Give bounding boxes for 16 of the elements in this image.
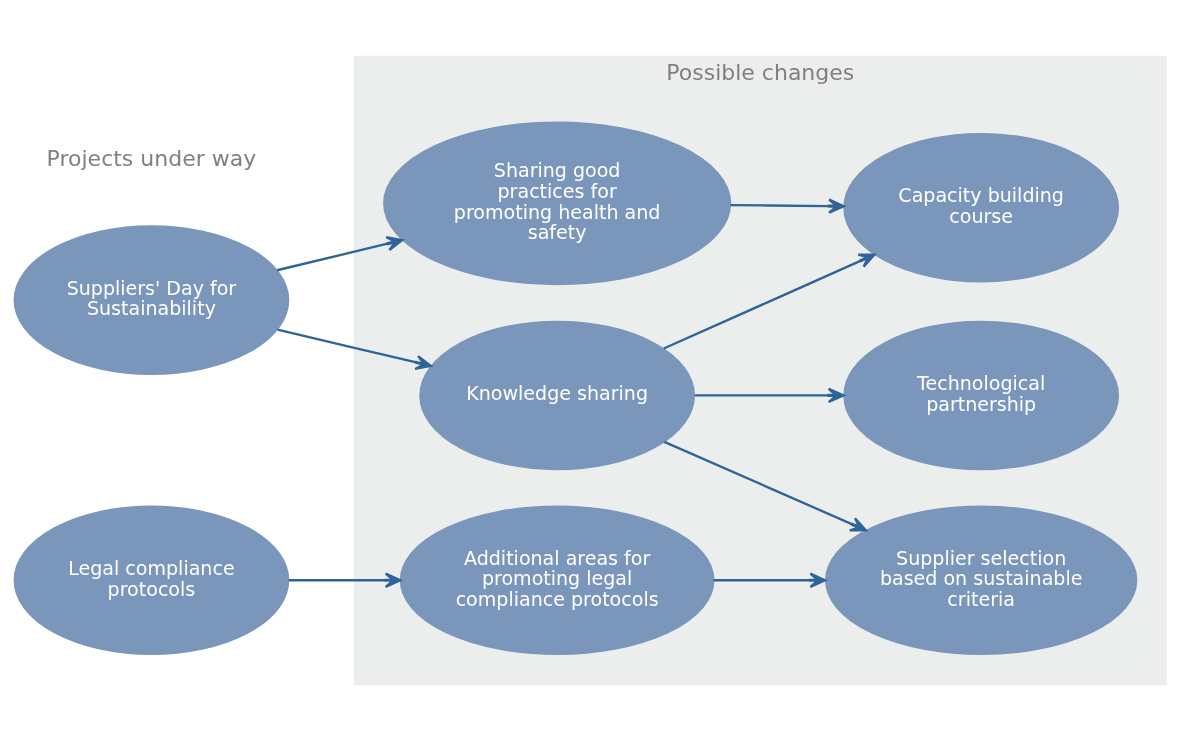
arrow: [694, 387, 845, 403]
arrow: [288, 571, 402, 588]
node-ellipse: Legal compliance protocols: [13, 504, 290, 655]
arrow: [730, 197, 845, 214]
arrow: [277, 327, 433, 370]
arrow: [663, 440, 867, 532]
label: Projects under way: [46, 145, 257, 171]
node-ellipse: Additional areas for promoting legal compliance protocols: [399, 504, 715, 655]
node-ellipse: Technological partnership: [843, 320, 1120, 470]
arrow: [276, 235, 404, 271]
arrow: [713, 571, 827, 588]
node-ellipse: Knowledge sharing: [419, 320, 695, 470]
node-ellipse: Capacity building course: [843, 132, 1120, 282]
node-ellipse: Supplier selection based on sustainable criteria: [824, 504, 1138, 655]
node-ellipse: Suppliers' Day for Sustainability: [13, 224, 290, 375]
arrow: [663, 252, 876, 350]
